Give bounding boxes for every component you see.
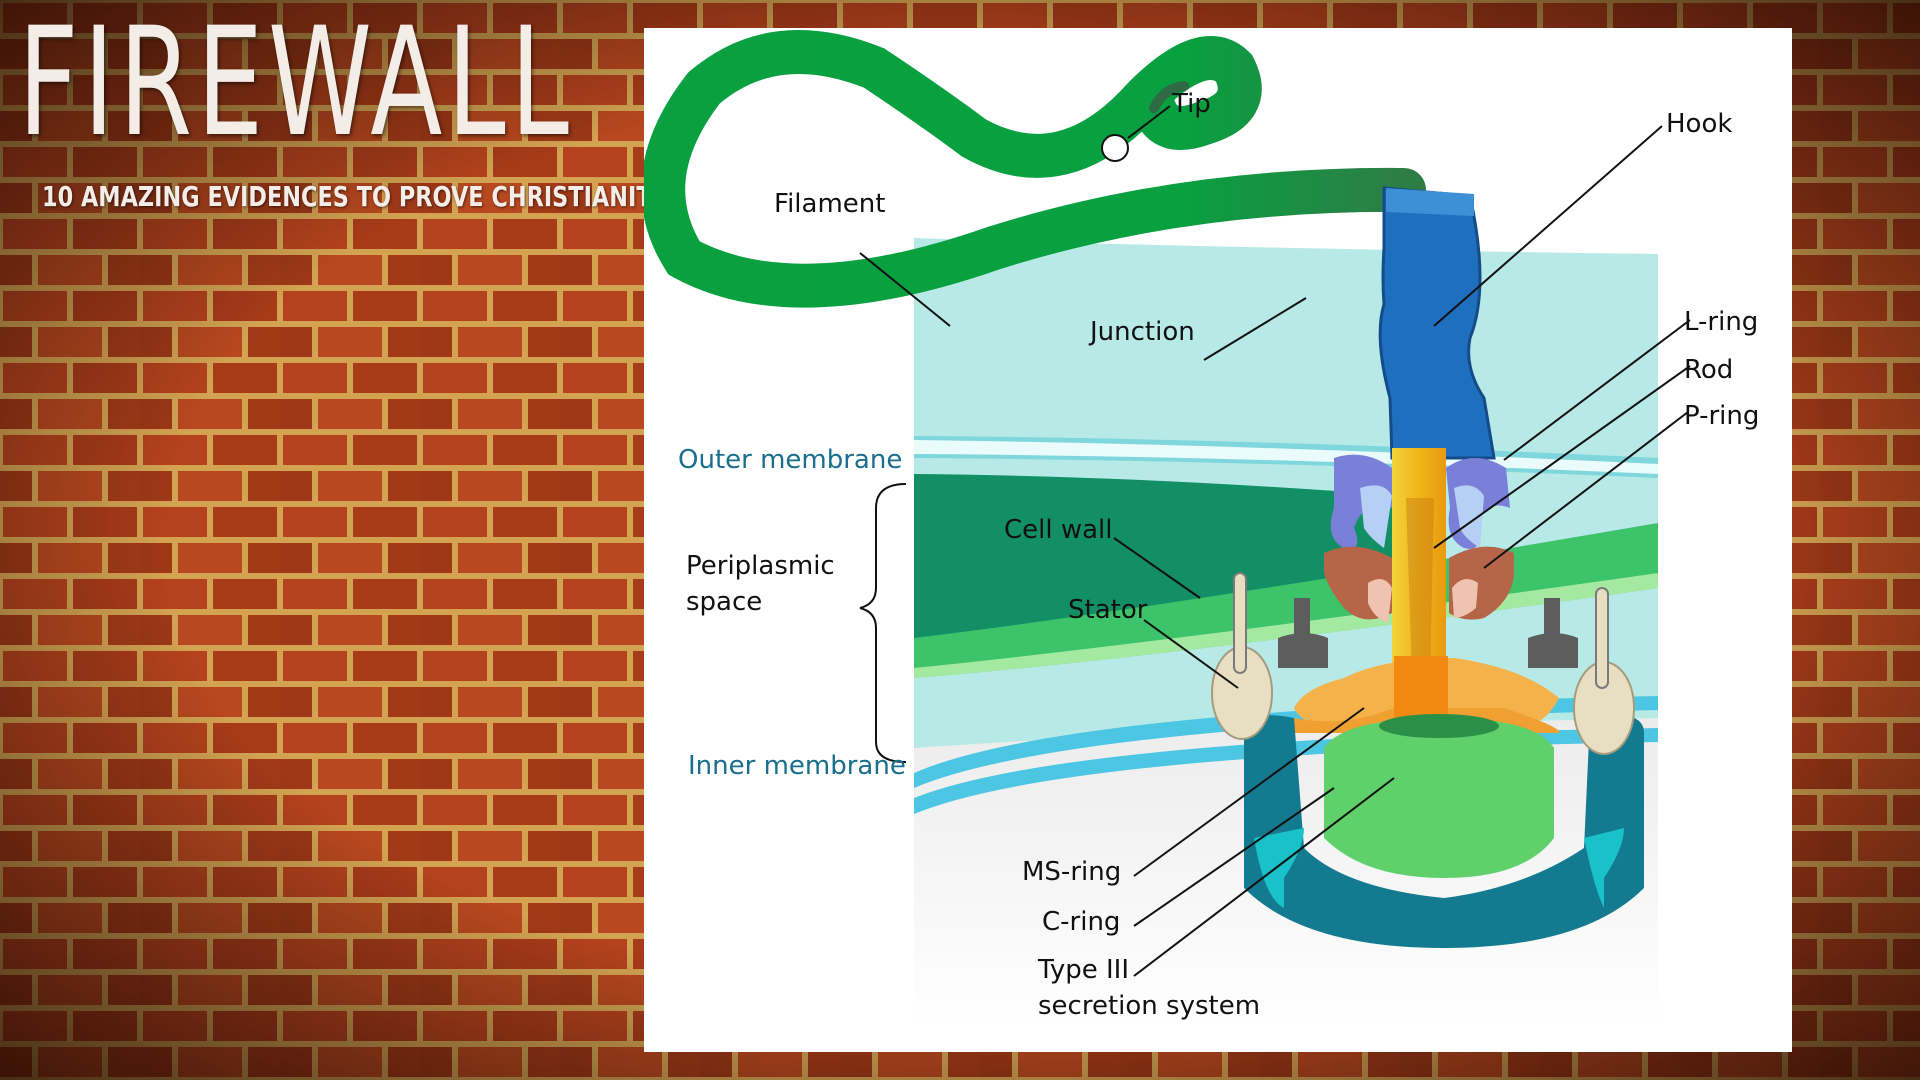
label-filament: Filament: [774, 189, 885, 219]
diagram-labels: Tip Hook Filament Junction L-ring Rod P-…: [678, 89, 1759, 1021]
slide-subtitle: 10 AMAZING EVIDENCES TO PROVE CHRISTIANI…: [42, 180, 668, 213]
label-hook: Hook: [1666, 109, 1732, 139]
c-ring-shape: [1244, 715, 1644, 948]
diagram-panel: Tip Hook Filament Junction L-ring Rod P-…: [644, 28, 1792, 1052]
tip-marker: [1101, 134, 1129, 162]
label-junction: Junction: [1088, 317, 1195, 347]
label-type3-line2: secretion system: [1038, 991, 1260, 1021]
leader-lines: [859, 105, 1691, 977]
label-p-ring: P-ring: [1684, 401, 1759, 431]
slide-title: FIREWALL: [18, 0, 574, 170]
label-inner-membrane: Inner membrane: [688, 751, 906, 781]
stator-posts: [1278, 598, 1578, 668]
label-l-ring: L-ring: [1684, 307, 1758, 337]
stator-shape: [1211, 572, 1635, 755]
label-ms-ring: MS-ring: [1022, 857, 1121, 887]
label-c-ring: C-ring: [1042, 907, 1120, 937]
l-ring-shape: [1330, 454, 1510, 549]
filament-shape: [644, 30, 1426, 308]
rod-shape: [1392, 448, 1446, 678]
flagellum-diagram: Tip Hook Filament Junction L-ring Rod P-…: [644, 30, 1759, 1028]
label-periplasmic-line2: space: [686, 587, 762, 617]
label-tip: Tip: [1171, 89, 1211, 119]
label-cell-wall: Cell wall: [1004, 515, 1113, 545]
ms-ring-shape: [1324, 718, 1554, 878]
periplasmic-brace: [859, 483, 907, 763]
p-ring-shape: [1324, 546, 1514, 623]
label-rod: Rod: [1684, 355, 1733, 385]
label-stator: Stator: [1068, 595, 1148, 625]
label-periplasmic-line1: Periplasmic: [686, 551, 835, 581]
label-type3-line1: Type III: [1037, 955, 1129, 985]
label-outer-membrane: Outer membrane: [678, 445, 902, 475]
